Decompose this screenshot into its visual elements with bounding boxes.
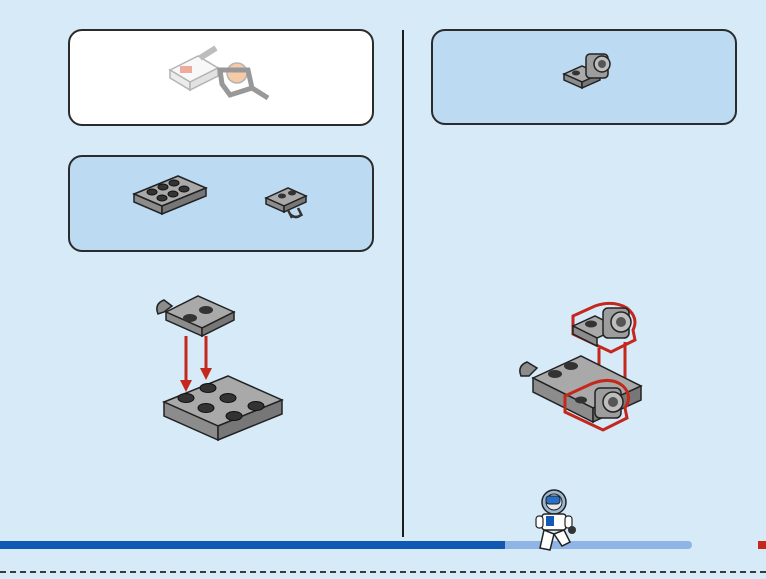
plate-2x4-icon [130, 168, 210, 224]
progress-fill [0, 541, 505, 549]
plate-with-clip-icon [262, 180, 312, 220]
cut-line [0, 571, 766, 573]
round-brick-plate-icon [560, 48, 616, 92]
sub-assembly-faded-icon [160, 40, 280, 110]
attach-clip-plate-step [150, 292, 290, 452]
astronaut-minifigure-icon [532, 488, 580, 558]
attach-round-brick-step [515, 296, 665, 456]
page-edge-mark [758, 541, 766, 549]
page-divider [402, 30, 404, 537]
parts-callout-left [68, 155, 374, 252]
